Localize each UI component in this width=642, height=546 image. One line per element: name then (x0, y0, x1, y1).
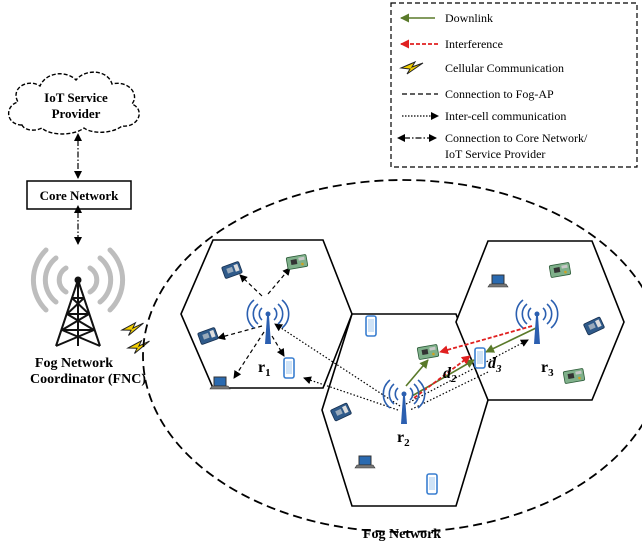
smartphone-icon (365, 315, 377, 337)
lightning-icon (126, 339, 151, 355)
core-network-label: Core Network (40, 188, 120, 203)
smartphone-icon (426, 473, 438, 495)
node-d2: d2 (443, 365, 457, 385)
interference-links (413, 325, 533, 399)
inter-cell-links (274, 323, 529, 411)
node-r1: r1 (258, 359, 271, 379)
node-r2: r2 (397, 429, 410, 449)
node-d3: d3 (488, 355, 502, 375)
legend-cellular-label: Cellular Communication (445, 61, 564, 75)
legend-fog-ap-label: Connection to Fog-AP (445, 87, 554, 101)
fnc-label-line1: Fog Network (35, 356, 113, 371)
downlink-links (405, 327, 537, 397)
fog-network-label: Fog Network (363, 527, 441, 542)
core-network-box (26, 180, 132, 210)
lightning-icon (120, 321, 145, 337)
iot-provider-line1: IoT Service (44, 90, 108, 105)
legend-core-label-2: IoT Service Provider (445, 147, 545, 161)
fog-ap-links-r1 (217, 267, 291, 379)
cell-tower-icon (30, 247, 126, 347)
iot-provider-line2: Provider (52, 106, 101, 121)
node-r3: r3 (541, 359, 554, 379)
fnc-label-line2: Coordinator (FNC) (30, 372, 146, 387)
legend-inter-cell-label: Inter-cell communication (445, 109, 566, 123)
smartphone-icon (474, 347, 486, 369)
cloud-icon (8, 71, 140, 135)
smartphone-icon (283, 357, 295, 379)
legend-interference-label: Interference (445, 37, 503, 51)
legend-core-label-1: Connection to Core Network/ (445, 131, 588, 145)
legend: Downlink Interference Cellular Communica… (390, 2, 638, 168)
legend-downlink-label: Downlink (445, 11, 493, 25)
fog-network-boundary (142, 179, 642, 533)
